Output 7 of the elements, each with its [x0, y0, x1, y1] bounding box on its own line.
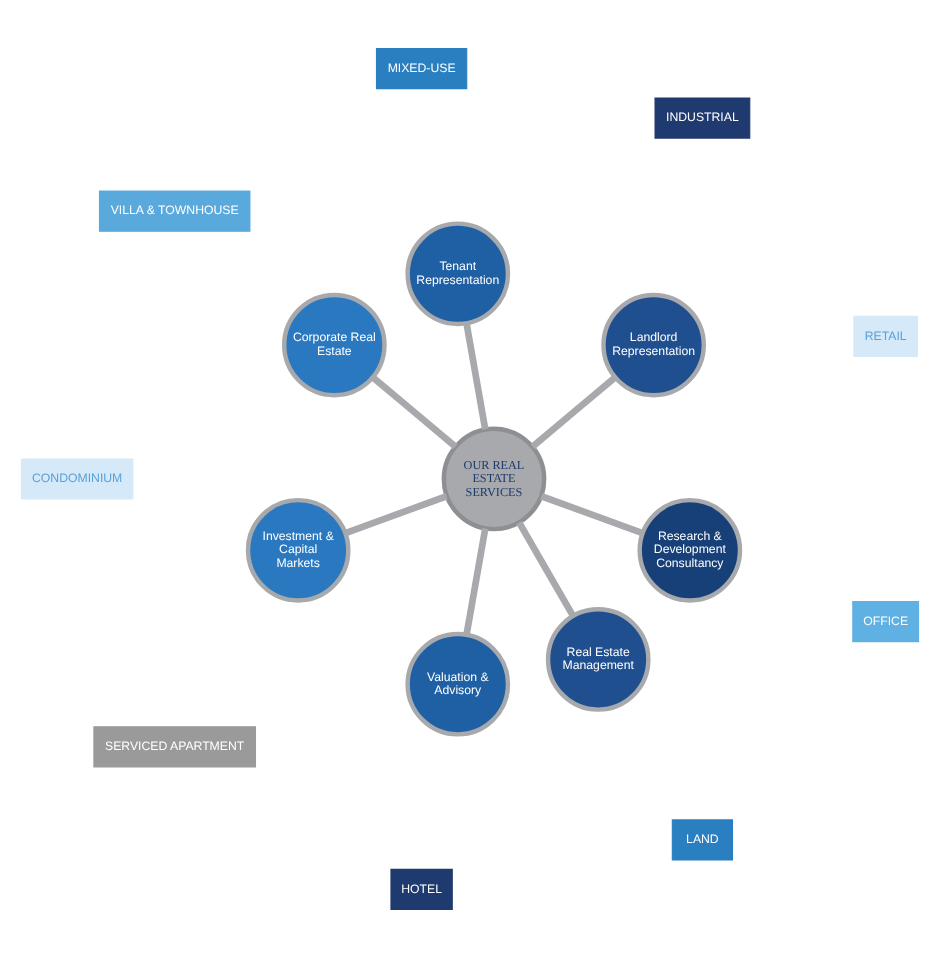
connector [463, 528, 489, 636]
connector [516, 521, 576, 618]
connector [463, 322, 489, 430]
connector [540, 493, 644, 537]
connector [371, 375, 458, 450]
connector [344, 493, 448, 537]
connector [530, 375, 617, 450]
